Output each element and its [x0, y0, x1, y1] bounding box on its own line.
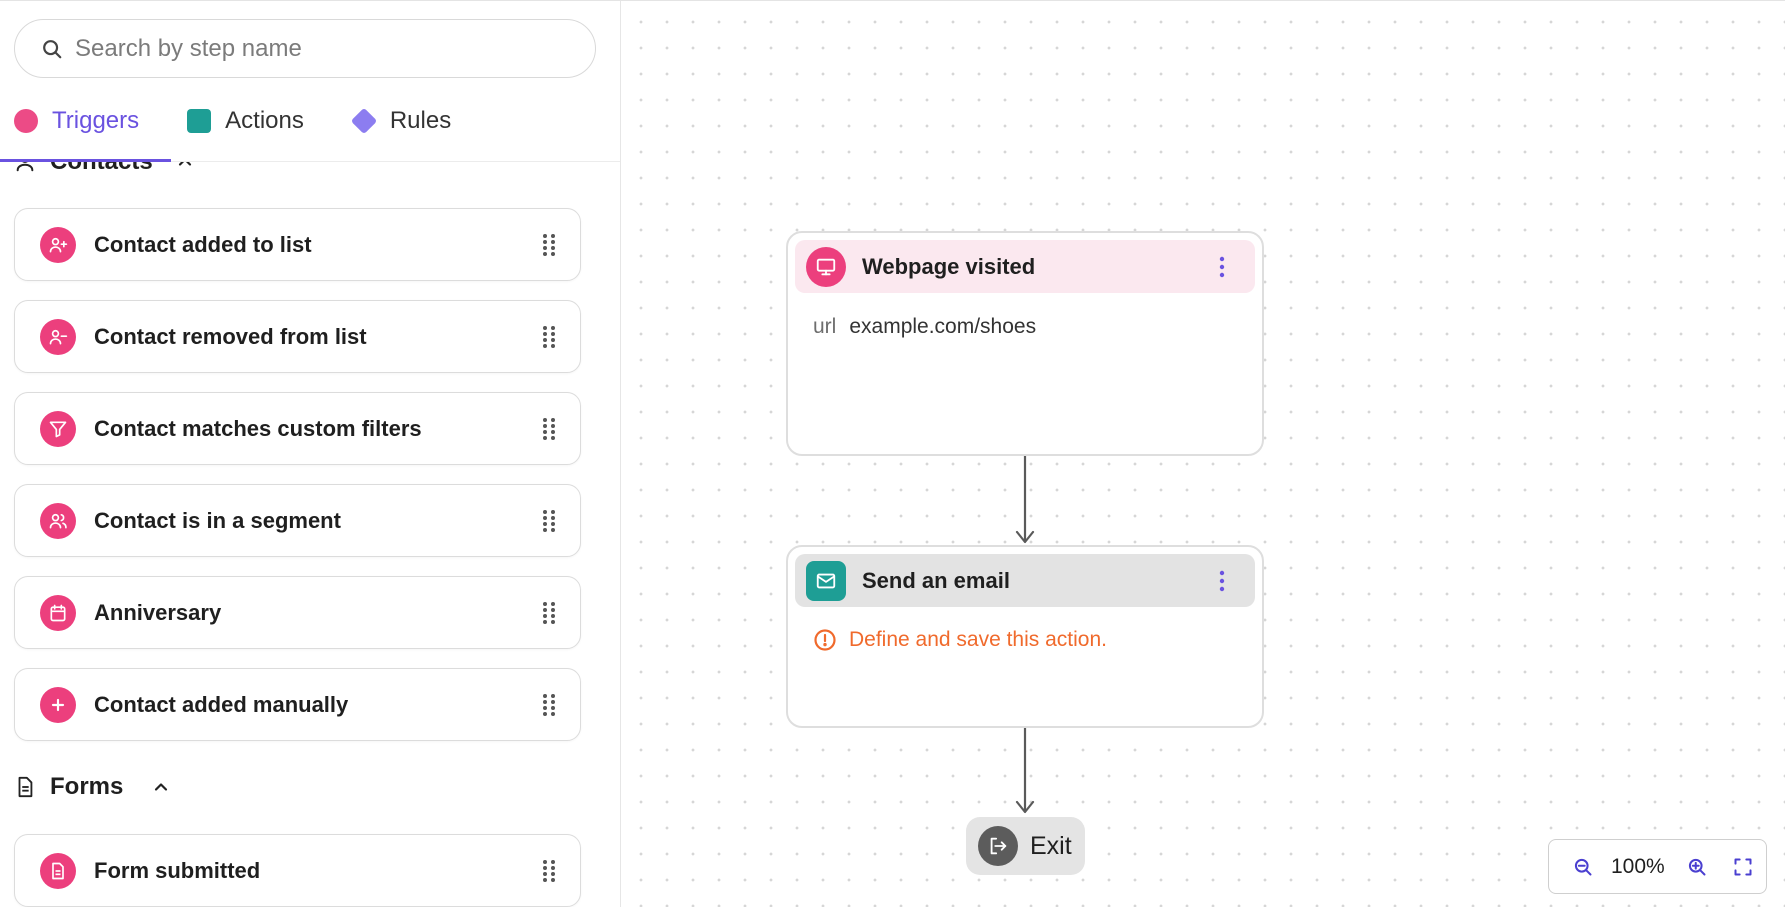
list-item-contact-removed-from-list[interactable]: Contact removed from list	[14, 300, 581, 373]
item-label: Contact added manually	[94, 691, 349, 717]
calendar-icon	[40, 594, 76, 631]
tabs-divider	[0, 161, 620, 162]
mail-icon	[806, 560, 846, 601]
node-title: Send an email	[862, 567, 1010, 593]
section-header-forms[interactable]: Forms	[14, 773, 171, 801]
exit-node[interactable]: Exit	[966, 817, 1085, 875]
tab-label: Triggers	[52, 107, 140, 134]
chevron-up-icon[interactable]	[151, 777, 171, 797]
action-square-icon	[187, 109, 212, 133]
item-label: Contact is in a segment	[94, 507, 341, 533]
list-item-form-submitted[interactable]: Form submitted	[14, 834, 581, 907]
warning-icon	[814, 629, 836, 651]
item-label: Contact removed from list	[94, 323, 367, 349]
node-header: Webpage visited	[795, 240, 1255, 293]
list-item-contact-is-in-a-segment[interactable]: Contact is in a segment	[14, 484, 581, 557]
list-item-contact-added-manually[interactable]: Contact added manually	[14, 668, 581, 741]
plus-icon	[40, 686, 76, 723]
trigger-dot-icon	[14, 109, 38, 133]
tab-triggers[interactable]: Triggers	[14, 97, 139, 145]
users-icon	[40, 502, 76, 539]
tab-actions[interactable]: Actions	[187, 97, 304, 145]
drag-handle-icon[interactable]	[542, 233, 556, 257]
node-warning: Define and save this action.	[813, 628, 1107, 652]
node-field: url example.com/shoes	[813, 315, 1036, 339]
more-options-icon[interactable]	[1217, 569, 1227, 593]
zoom-level: 100%	[1611, 854, 1665, 878]
exit-icon	[978, 826, 1018, 866]
node-title: Webpage visited	[862, 253, 1036, 279]
tab-label: Rules	[389, 107, 452, 134]
item-label: Form submitted	[94, 857, 261, 883]
connector-arrow	[1015, 456, 1035, 544]
steps-sidebar: Triggers Actions Rules Contacts Contact	[0, 1, 621, 907]
list-item-contact-added-to-list[interactable]: Contact added to list	[14, 208, 581, 281]
connector-arrow	[1015, 728, 1035, 814]
drag-handle-icon[interactable]	[542, 325, 556, 349]
more-options-icon[interactable]	[1217, 255, 1227, 279]
node-send-an-email[interactable]: Send an email Define and save this actio…	[786, 545, 1264, 728]
drag-handle-icon[interactable]	[542, 601, 556, 625]
user-minus-icon	[40, 318, 76, 355]
search-box[interactable]	[14, 19, 596, 78]
filter-icon	[40, 410, 76, 447]
monitor-icon	[806, 246, 846, 287]
warning-text: Define and save this action.	[849, 628, 1107, 651]
exit-label: Exit	[1030, 831, 1072, 860]
search-input[interactable]	[75, 34, 575, 63]
rule-diamond-icon	[350, 107, 378, 135]
fit-view-icon[interactable]	[1733, 857, 1753, 877]
step-type-tabs: Triggers Actions Rules	[0, 97, 620, 161]
drag-handle-icon[interactable]	[542, 693, 556, 717]
zoom-in-icon[interactable]	[1687, 857, 1707, 877]
zoom-controls: 100%	[1548, 839, 1767, 894]
list-item-anniversary[interactable]: Anniversary	[14, 576, 581, 649]
user-plus-icon	[40, 226, 76, 263]
drag-handle-icon[interactable]	[542, 859, 556, 883]
tab-rules[interactable]: Rules	[350, 97, 452, 145]
document-icon	[40, 852, 76, 889]
drag-handle-icon[interactable]	[542, 509, 556, 533]
item-label: Anniversary	[94, 599, 222, 625]
node-webpage-visited[interactable]: Webpage visited url example.com/shoes	[786, 231, 1264, 456]
drag-handle-icon[interactable]	[542, 417, 556, 441]
zoom-out-icon[interactable]	[1573, 857, 1593, 877]
section-title: Forms	[50, 773, 124, 800]
field-key: url	[813, 315, 837, 338]
item-label: Contact added to list	[94, 231, 312, 257]
search-icon	[43, 39, 62, 58]
tab-label: Actions	[225, 107, 304, 134]
list-item-contact-matches-custom-filters[interactable]: Contact matches custom filters	[14, 392, 581, 465]
active-tab-indicator	[0, 159, 171, 162]
node-header: Send an email	[795, 554, 1255, 607]
field-value: example.com/shoes	[849, 315, 1037, 338]
item-label: Contact matches custom filters	[94, 415, 422, 441]
document-icon	[18, 776, 33, 798]
